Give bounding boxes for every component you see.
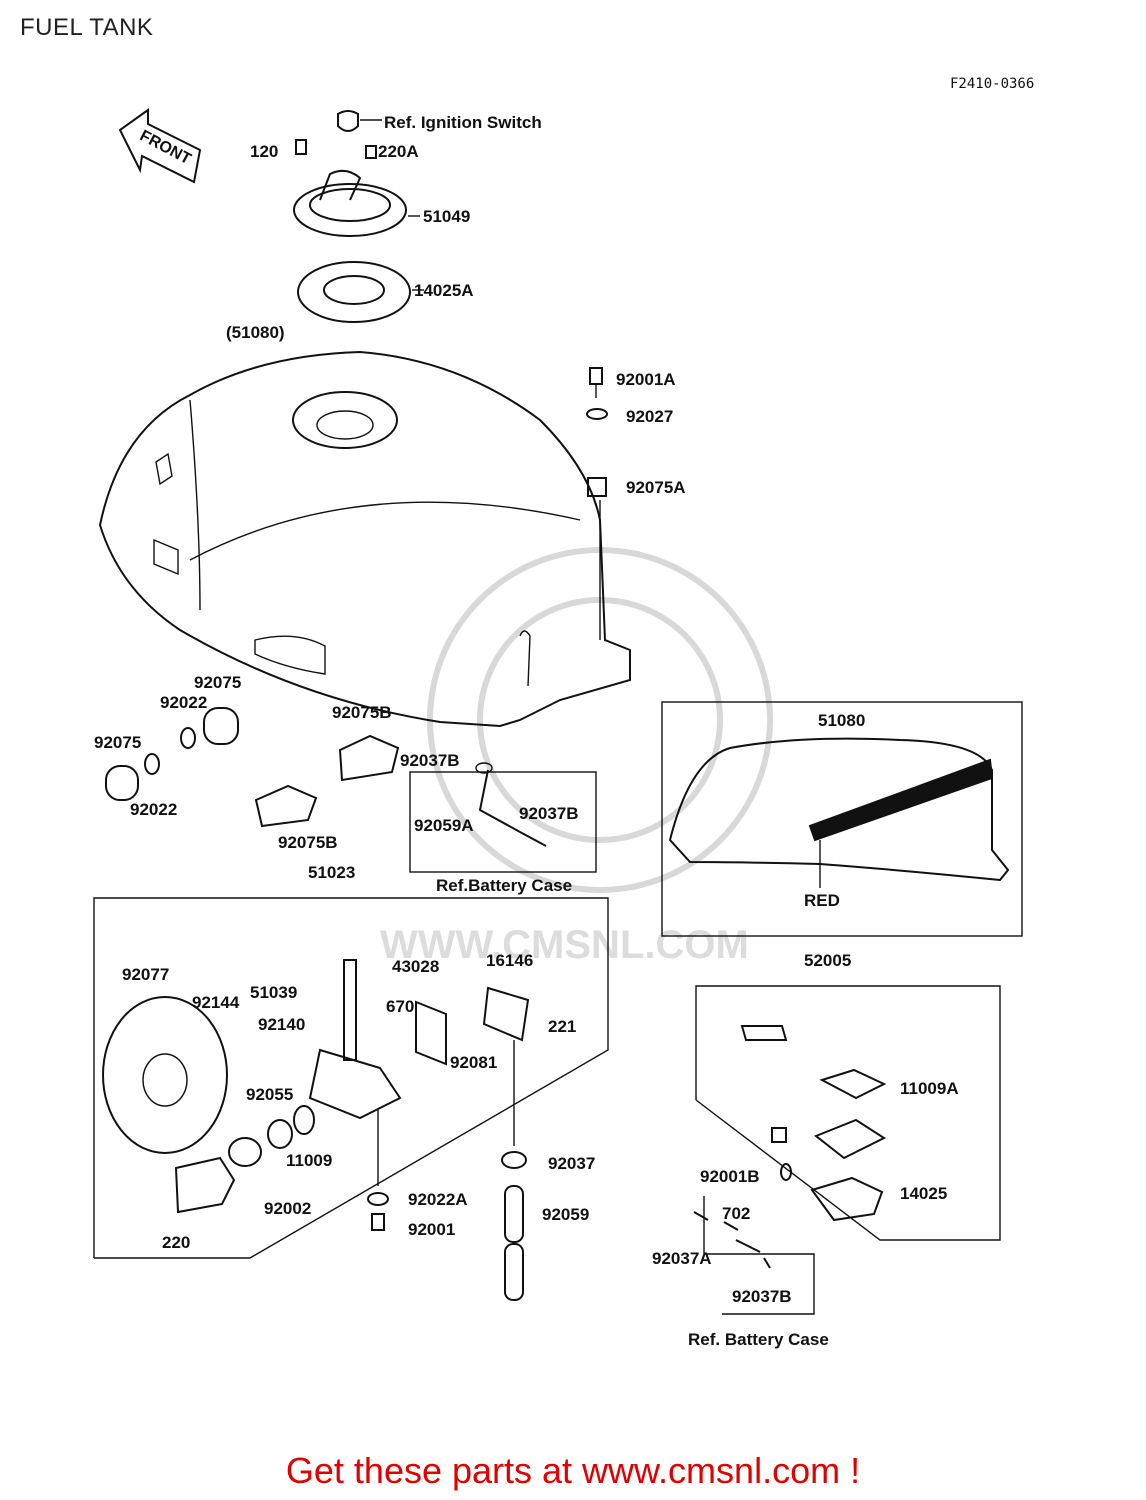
label-52005: 52005	[804, 951, 851, 970]
label-92001A: 92001A	[616, 370, 676, 389]
label-220: 220	[162, 1233, 190, 1252]
label-92001: 92001	[408, 1220, 455, 1239]
label-92022-b: 92022	[130, 800, 177, 819]
label-red: RED	[804, 891, 840, 910]
label-92059: 92059	[542, 1205, 589, 1224]
label-92022A: 92022A	[408, 1190, 468, 1209]
label-92037: 92037	[548, 1154, 595, 1173]
label-92027: 92027	[626, 407, 673, 426]
battery-case-ref-1	[409, 762, 597, 873]
label-92037A: 92037A	[652, 1249, 712, 1268]
label-92002: 92002	[264, 1199, 311, 1218]
fuel-tank	[98, 350, 631, 728]
fuel-cap-assembly	[293, 110, 424, 323]
label-220A: 220A	[378, 142, 419, 161]
label-ref-ignition: Ref. Ignition Switch	[384, 113, 542, 132]
label-92075A: 92075A	[626, 478, 686, 497]
label-92037B-b: 92037B	[519, 804, 579, 823]
label-16146: 16146	[486, 951, 533, 970]
label-11009: 11009	[286, 1151, 332, 1170]
label-92037B-a: 92037B	[400, 751, 460, 770]
label-702: 702	[722, 1204, 750, 1223]
label-ref-battery-1: Ref.Battery Case	[436, 876, 572, 895]
label-92075-a: 92075	[194, 673, 241, 692]
label-120: 120	[250, 142, 278, 161]
label-92077: 92077	[122, 965, 169, 984]
tank-mount-fasteners	[586, 367, 608, 640]
label-92140: 92140	[258, 1015, 305, 1034]
footer-promo-link[interactable]: Get these parts at www.cmsnl.com !	[285, 1450, 861, 1491]
diagram-code: F2410-0366	[950, 76, 1035, 92]
label-92055: 92055	[246, 1085, 293, 1104]
front-arrow: FRONT	[118, 108, 202, 184]
label-92081: 92081	[450, 1053, 497, 1072]
label-ref-battery-2: Ref. Battery Case	[688, 1330, 829, 1349]
watermark-text: WWW.CMSNL.COM	[380, 923, 749, 967]
label-51049: 51049	[423, 207, 470, 226]
label-92144: 92144	[192, 993, 240, 1012]
label-92059A: 92059A	[414, 816, 474, 835]
label-670: 670	[386, 997, 414, 1016]
label-92075-b: 92075	[94, 733, 141, 752]
label-92075B-b: 92075B	[278, 833, 338, 852]
label-92001B: 92001B	[700, 1167, 760, 1186]
label-92075B-a: 92075B	[332, 703, 392, 722]
label-14025A: 14025A	[414, 281, 474, 300]
page-title: FUEL TANK	[20, 14, 154, 41]
label-43028: 43028	[392, 957, 439, 976]
label-221: 221	[548, 1017, 576, 1036]
label-51080-ref: (51080)	[226, 323, 285, 342]
parts-diagram: WWW.CMSNL.COM FRONT	[93, 108, 1023, 1349]
fuel-tap-assembly	[93, 897, 609, 1301]
tank-side-view	[661, 701, 1023, 937]
rubber-dampers	[105, 707, 400, 828]
label-51023: 51023	[308, 863, 355, 882]
part-labels: Ref. Ignition Switch 120 220A 51049 1402…	[94, 113, 959, 1349]
sub-tank-assembly	[693, 985, 1001, 1315]
label-92037B-c: 92037B	[732, 1287, 792, 1306]
label-11009A: 11009A	[900, 1079, 959, 1098]
label-14025: 14025	[900, 1184, 947, 1203]
label-51080: 51080	[818, 711, 865, 730]
label-92022-a: 92022	[160, 693, 207, 712]
label-51039: 51039	[250, 983, 297, 1002]
